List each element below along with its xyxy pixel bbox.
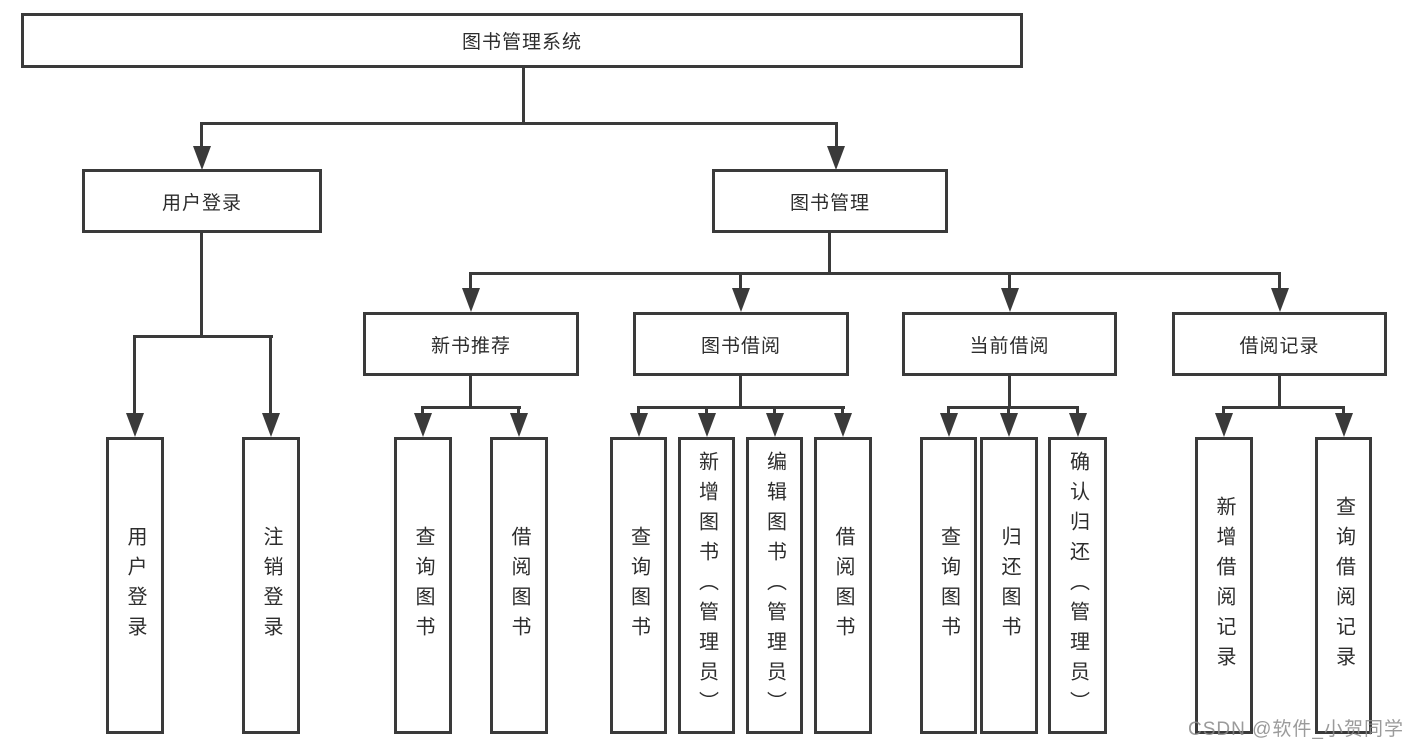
arrow-down-icon [630, 413, 648, 437]
leaf-return-books: 归还图书 [980, 437, 1038, 734]
connector-root-split [200, 122, 838, 125]
connector-shaft [1278, 272, 1281, 292]
arrow-down-icon [940, 413, 958, 437]
node-label: 当前借阅 [969, 335, 1050, 357]
arrow-down-icon [834, 413, 852, 437]
connector-shaft [841, 406, 844, 418]
leaf-add-borrow-record: 新增借阅记录 [1195, 437, 1253, 734]
connector-shaft [1222, 406, 1225, 418]
node-label: 图书借阅 [700, 335, 781, 357]
leaf-label: 归还图书 [998, 525, 1020, 646]
arrow-down-icon [193, 146, 211, 170]
arrow-down-icon [1069, 413, 1087, 437]
node-root-label: 图书管理系统 [461, 32, 582, 53]
arrow-down-icon [827, 146, 845, 170]
node-book-management: 图书管理 [712, 169, 948, 233]
leaf-label: 查询图书 [937, 525, 960, 646]
arrow-down-icon [1335, 413, 1353, 437]
connector-shaft [1342, 406, 1345, 418]
arrow-down-icon [1001, 288, 1019, 312]
leaf-label: 编辑图书（管理员） [763, 450, 786, 721]
leaf-label: 新增借阅记录 [1213, 495, 1235, 676]
leaf-borrow-books-recommend: 借阅图书 [490, 437, 548, 734]
connector-shaft [637, 406, 640, 418]
leaf-borrow-books: 借阅图书 [814, 437, 872, 734]
connector-shaft [421, 406, 424, 418]
connector-shaft [1008, 272, 1011, 292]
connector-user-split [133, 335, 273, 338]
arrow-down-icon [126, 413, 144, 437]
node-current-borrow: 当前借阅 [902, 312, 1117, 376]
leaf-label: 借阅图书 [508, 525, 530, 646]
arrow-down-icon [1215, 413, 1233, 437]
node-book-borrow: 图书借阅 [633, 312, 849, 376]
connector-root-stub [522, 68, 525, 122]
connector-shaft [269, 335, 272, 417]
node-label: 图书管理 [789, 192, 870, 214]
leaf-label: 用户登录 [124, 525, 146, 646]
arrow-down-icon [732, 288, 750, 312]
leaf-label: 确认归还（管理员） [1066, 450, 1089, 721]
arrow-down-icon [262, 413, 280, 437]
connector-shaft [739, 272, 742, 292]
connector-shaft [947, 406, 950, 418]
connector-shaft [200, 122, 203, 152]
connector-split [421, 406, 521, 409]
connector-shaft [773, 406, 776, 418]
node-label: 借阅记录 [1239, 335, 1320, 357]
leaf-label: 注销登录 [260, 525, 282, 646]
connector-stub [469, 376, 472, 406]
leaf-label: 借阅图书 [832, 525, 854, 646]
node-new-book-recommend: 新书推荐 [363, 312, 579, 376]
leaf-edit-books-admin: 编辑图书（管理员） [746, 437, 803, 734]
node-root: 图书管理系统 [21, 13, 1023, 68]
connector-shaft [835, 122, 838, 152]
connector-split [1222, 406, 1345, 409]
arrow-down-icon [462, 288, 480, 312]
node-label: 新书推荐 [430, 335, 511, 357]
connector-stub [1008, 376, 1011, 406]
leaf-query-borrow-record: 查询借阅记录 [1315, 437, 1372, 734]
connector-stub [739, 376, 742, 406]
connector-shaft [133, 335, 136, 417]
connector-shaft [1076, 406, 1079, 418]
connector-shaft [517, 406, 520, 418]
arrow-down-icon [698, 413, 716, 437]
connector-split [947, 406, 1079, 409]
leaf-label: 查询图书 [627, 525, 650, 646]
connector-user-stub [200, 233, 203, 335]
connector-stub [1278, 376, 1281, 406]
connector-bookmgmt-stub [828, 232, 831, 272]
arrow-down-icon [766, 413, 784, 437]
node-borrow-records: 借阅记录 [1172, 312, 1387, 376]
node-user-login: 用户登录 [82, 169, 322, 233]
leaf-label: 查询图书 [412, 525, 434, 646]
connector-bookmgmt-split [470, 272, 1281, 275]
leaf-label: 新增图书（管理员） [695, 450, 718, 721]
leaf-user-login: 用户登录 [106, 437, 164, 734]
arrow-down-icon [510, 413, 528, 437]
leaf-query-books-current: 查询图书 [920, 437, 977, 734]
connector-shaft [705, 406, 708, 418]
leaf-query-books-borrow: 查询图书 [610, 437, 667, 734]
watermark: CSDN @软件_小贺同学 [1188, 719, 1404, 740]
connector-shaft [1007, 406, 1010, 418]
leaf-confirm-return-admin: 确认归还（管理员） [1048, 437, 1107, 734]
leaf-query-books-recommend: 查询图书 [394, 437, 452, 734]
leaf-add-books-admin: 新增图书（管理员） [678, 437, 735, 734]
leaf-logout: 注销登录 [242, 437, 300, 734]
node-label: 用户登录 [161, 192, 242, 214]
arrow-down-icon [1000, 413, 1018, 437]
arrow-down-icon [1271, 288, 1289, 312]
connector-shaft [469, 272, 472, 292]
leaf-label: 查询借阅记录 [1332, 495, 1355, 676]
connector-split [637, 406, 845, 409]
arrow-down-icon [414, 413, 432, 437]
